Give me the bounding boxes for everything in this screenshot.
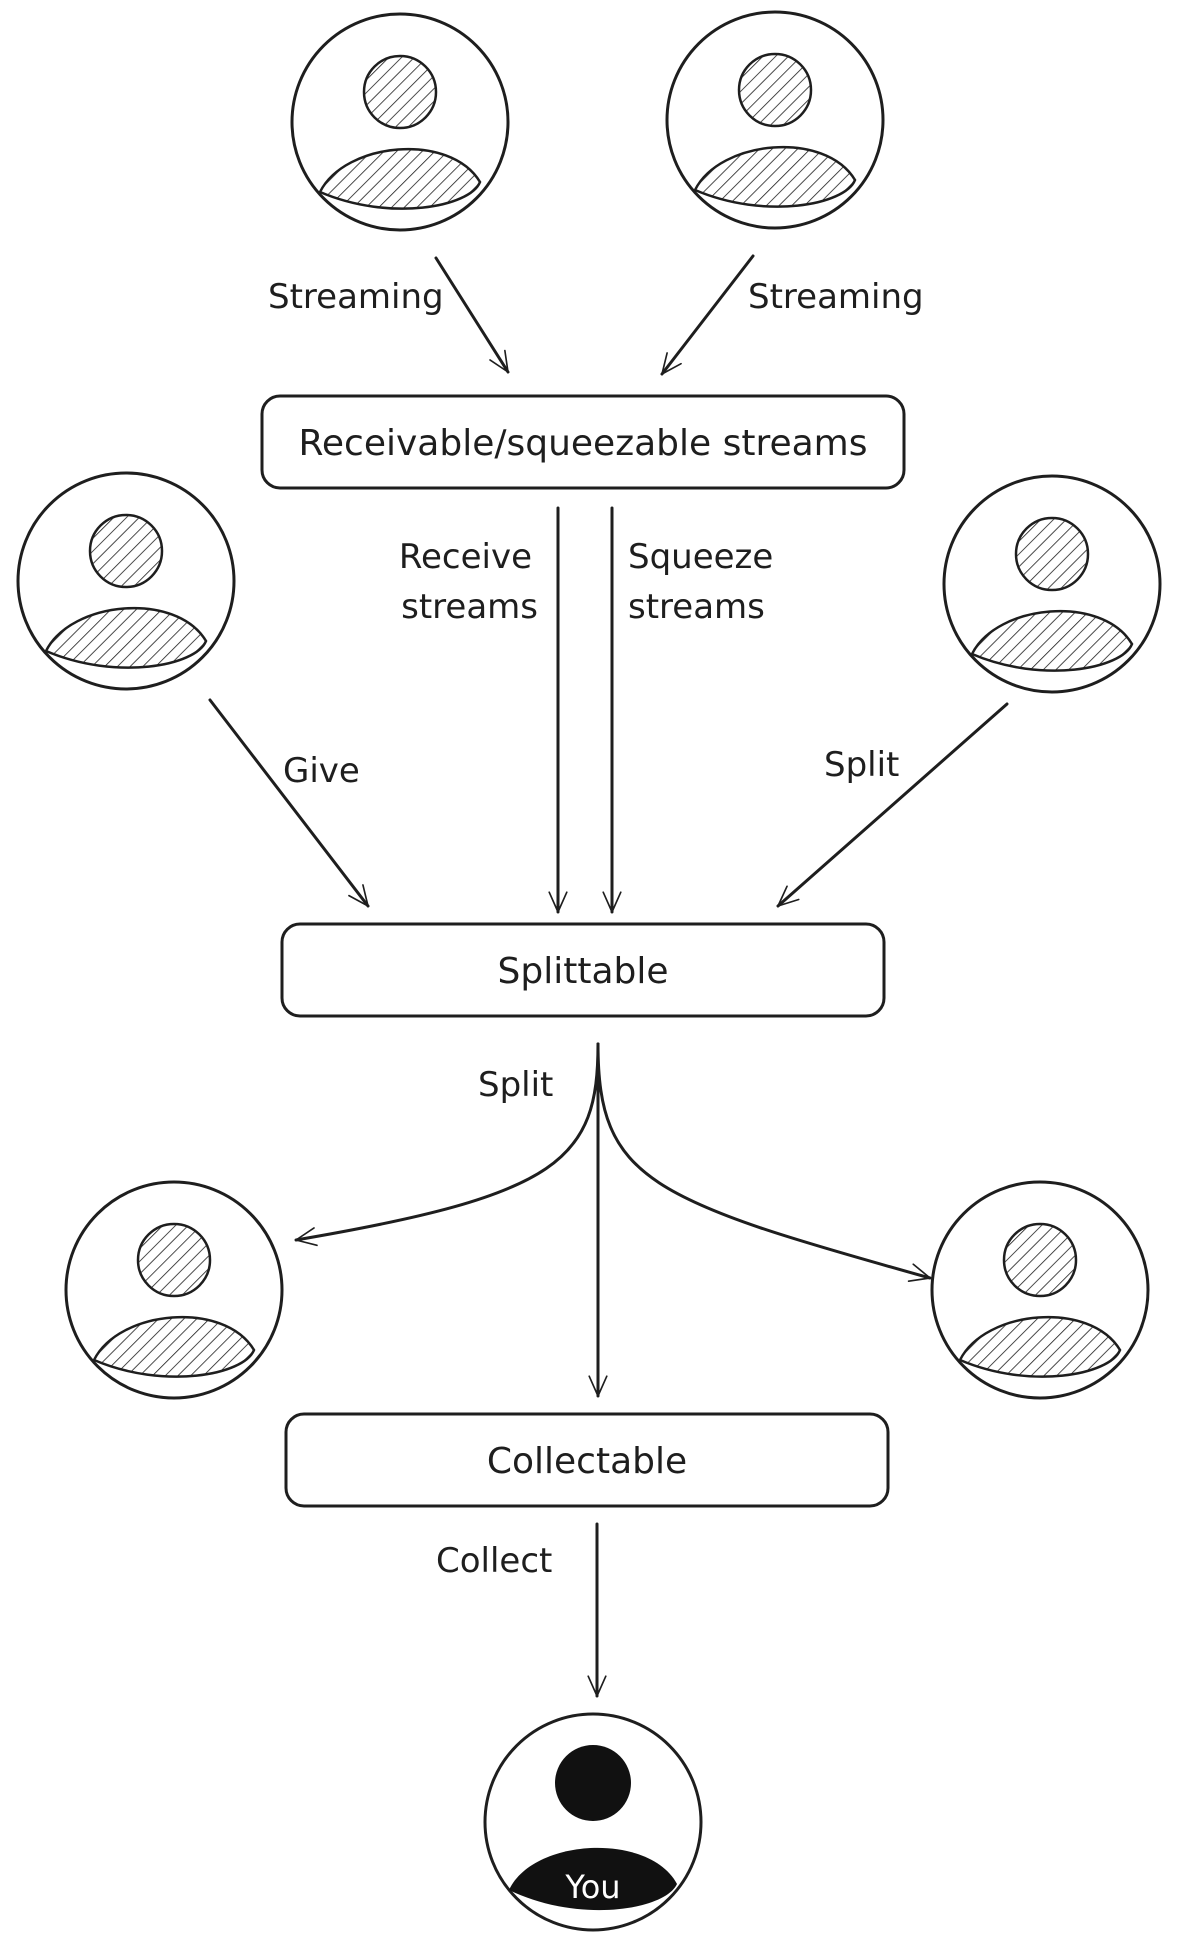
arrow-split-right bbox=[596, 1042, 932, 1282]
label-give: Give bbox=[283, 751, 360, 791]
label-receive-line1: Receive bbox=[399, 537, 532, 577]
label-squeeze-line2: streams bbox=[628, 587, 765, 627]
label-squeeze-line1: Squeeze bbox=[628, 537, 773, 577]
person-icon-top-left bbox=[290, 12, 510, 232]
person-icon-mid-right bbox=[942, 474, 1162, 694]
person-icon-lower-left bbox=[64, 1180, 284, 1400]
you-person-icon: You bbox=[483, 1712, 703, 1932]
you-label: You bbox=[564, 1868, 620, 1906]
box-collectable: Collectable bbox=[284, 1412, 890, 1508]
label-collect: Collect bbox=[436, 1541, 552, 1581]
arrow-split-left bbox=[294, 1042, 600, 1247]
person-icon-top-right bbox=[665, 10, 885, 230]
person-icon-mid-left bbox=[16, 471, 236, 691]
arrow-streaming-left bbox=[434, 256, 510, 374]
arrow-give bbox=[208, 698, 370, 908]
box-streams: Receivable/squeezable streams bbox=[260, 394, 906, 490]
box-streams-label: Receivable/squeezable streams bbox=[298, 423, 867, 464]
label-split-in: Split bbox=[824, 745, 899, 785]
label-streaming-left: Streaming bbox=[268, 277, 444, 317]
label-streaming-right: Streaming bbox=[748, 277, 924, 317]
box-splittable-label: Splittable bbox=[498, 951, 669, 992]
box-collectable-label: Collectable bbox=[487, 1441, 687, 1482]
label-split-out: Split bbox=[478, 1065, 553, 1105]
label-receive-line2: streams bbox=[401, 587, 538, 627]
person-icon-lower-right bbox=[930, 1180, 1150, 1400]
box-splittable: Splittable bbox=[280, 922, 886, 1018]
arrow-streaming-right bbox=[660, 254, 755, 376]
arrow-split-in bbox=[776, 702, 1009, 908]
